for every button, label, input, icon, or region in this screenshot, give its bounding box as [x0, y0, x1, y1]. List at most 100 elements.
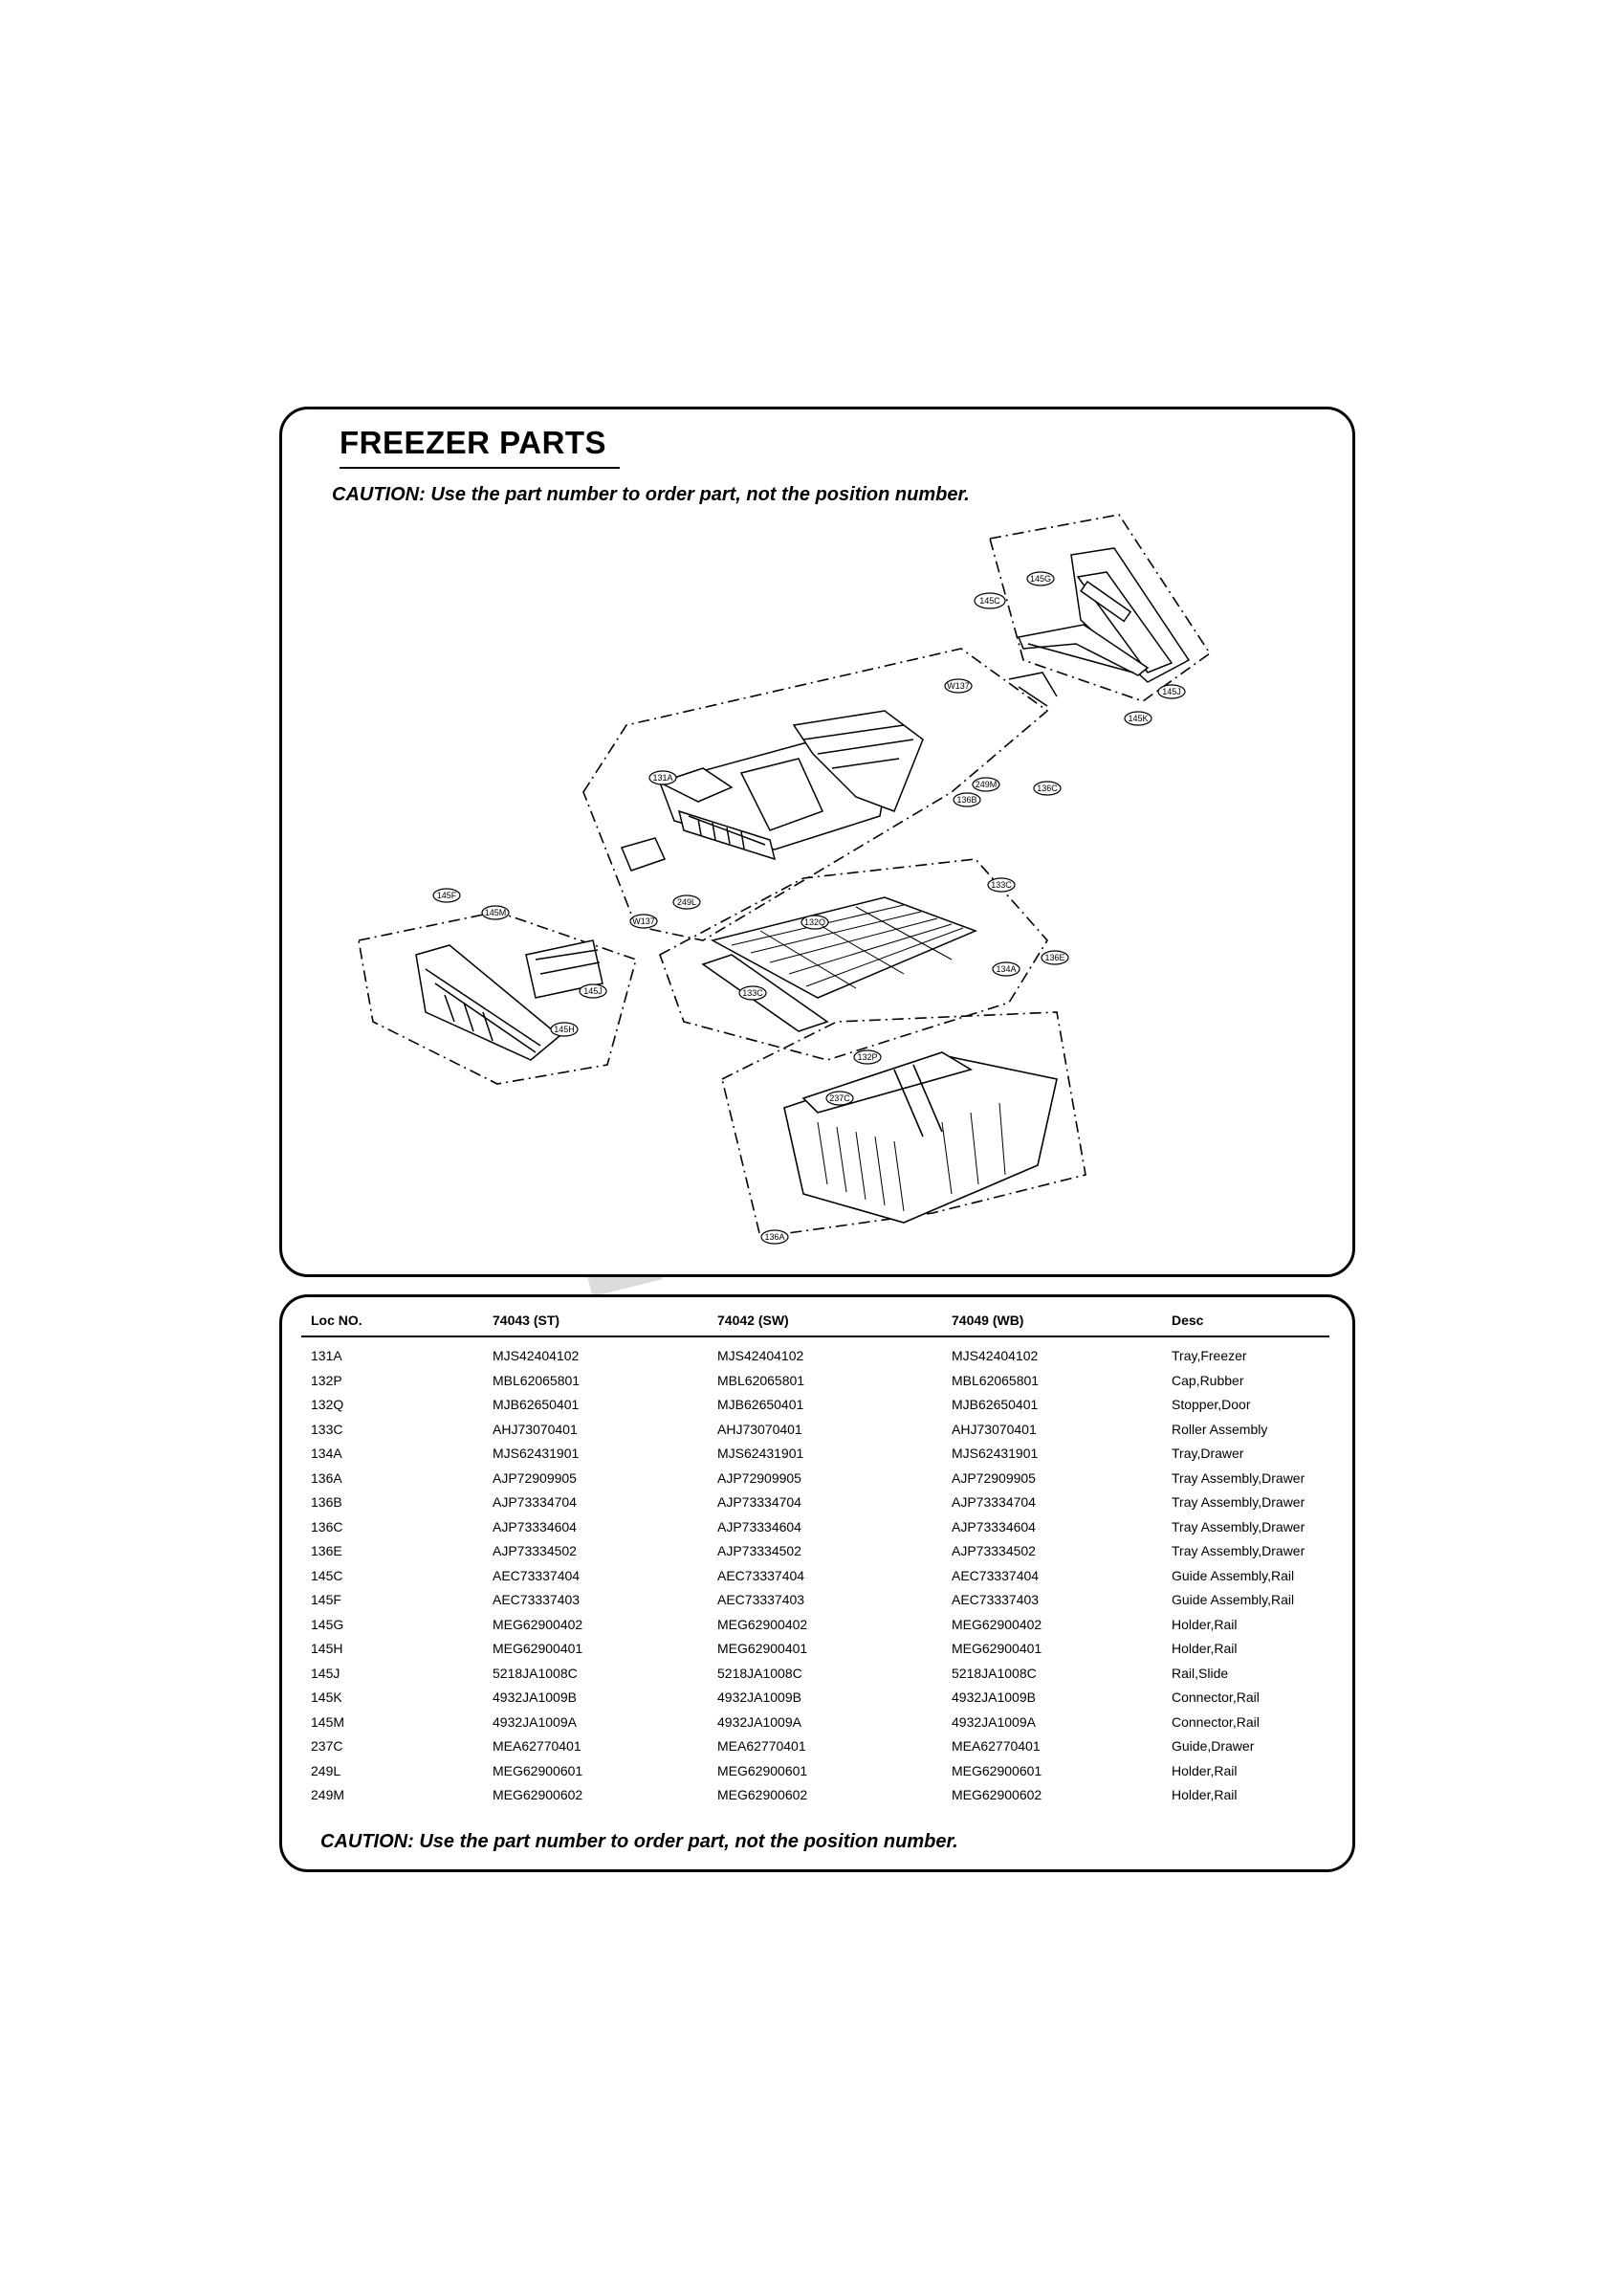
cell-74042-sw: MJS42404102 [717, 1348, 804, 1363]
cell-74042-sw: AEC73337404 [717, 1567, 805, 1583]
cell-desc: Tray Assembly,Drawer [1172, 1469, 1305, 1486]
cell-desc: Holder,Rail [1172, 1641, 1238, 1656]
svg-text:145C: 145C [979, 596, 1000, 606]
cell-74043-st: 5218JA1008C [493, 1665, 578, 1681]
cell-74043-st: MBL62065801 [493, 1372, 581, 1388]
cell-74043-st: 4932JA1009A [493, 1713, 577, 1730]
cell-74043-st: AEC73337403 [493, 1592, 581, 1607]
cell-74043-st: MJB62650401 [493, 1397, 580, 1412]
cell-74049-wb: MBL62065801 [952, 1372, 1040, 1388]
header-desc: Desc [1162, 1305, 1329, 1337]
svg-text:145K: 145K [1128, 714, 1148, 723]
callout-136C: 136C [1033, 781, 1062, 796]
cell-74049-wb: AEC73337403 [952, 1592, 1040, 1607]
freezer-tray-drawing [620, 672, 1058, 872]
header-loc-no: Loc NO. [301, 1305, 483, 1337]
cell-74043-st: AJP72909905 [493, 1469, 577, 1486]
cell-74043-st: AJP73334704 [493, 1494, 577, 1510]
cell-desc: Guide,Drawer [1172, 1738, 1255, 1754]
cell-74042-sw: MEG62900402 [717, 1616, 808, 1632]
cell-74043-st: MJS42404102 [493, 1348, 580, 1363]
callout-134A: 134A [992, 961, 1020, 977]
callout-145J-left: 145J [579, 983, 607, 999]
cell-loc-no: 249M [311, 1787, 345, 1802]
cell-74049-wb: MEA62770401 [952, 1738, 1041, 1754]
basket-drawing [783, 1051, 1058, 1224]
svg-text:134A: 134A [996, 964, 1016, 974]
cell-74049-wb: 4932JA1009A [952, 1713, 1036, 1730]
svg-text:132P: 132P [857, 1052, 877, 1062]
cell-74042-sw: MBL62065801 [717, 1372, 805, 1388]
cell-74042-sw: MEA62770401 [717, 1738, 806, 1754]
cell-desc: Connector,Rail [1172, 1713, 1260, 1730]
callout-136A: 136A [760, 1229, 789, 1245]
svg-text:249M: 249M [976, 780, 998, 789]
cell-loc-no: 132P [311, 1372, 342, 1388]
svg-text:136B: 136B [956, 795, 976, 805]
cell-74042-sw: AJP73334604 [717, 1518, 801, 1534]
callout-145M: 145M [481, 905, 510, 920]
cell-74049-wb: AEC73337404 [952, 1567, 1040, 1583]
cell-74043-st: MEG62900401 [493, 1641, 583, 1656]
cell-74042-sw: MJB62650401 [717, 1397, 804, 1412]
cell-74043-st: MEG62900602 [493, 1787, 583, 1802]
cell-loc-no: 131A [311, 1348, 342, 1363]
svg-text:145J: 145J [583, 986, 603, 996]
cell-loc-no: 133C [311, 1421, 343, 1437]
diagram-panel: FREEZER PARTS CAUTION: Use the part numb… [279, 407, 1355, 1277]
svg-text:133C: 133C [742, 988, 763, 998]
cell-loc-no: 145H [311, 1641, 343, 1656]
callout-237C: 237C [825, 1091, 854, 1106]
callout-145C: 145C [974, 592, 1006, 609]
cell-loc-no: 145F [311, 1592, 341, 1607]
cell-loc-no: 136E [311, 1543, 342, 1558]
cell-74042-sw: AJP73334502 [717, 1543, 801, 1558]
cell-74043-st: MJS62431901 [493, 1446, 580, 1461]
cell-74043-st: AHJ73070401 [493, 1421, 578, 1437]
cell-74042-sw: AJP72909905 [717, 1469, 801, 1486]
rail-guide-right-drawing [1017, 547, 1191, 683]
svg-text:237C: 237C [829, 1093, 850, 1103]
svg-text:136A: 136A [764, 1232, 784, 1242]
cell-loc-no: 145C [311, 1567, 343, 1583]
header-74042-sw: 74042 (SW) [708, 1305, 942, 1337]
cell-desc: Tray,Drawer [1172, 1446, 1244, 1461]
cell-loc-no: 237C [311, 1738, 343, 1754]
svg-text:145G: 145G [1030, 574, 1051, 584]
cell-74049-wb: 5218JA1008C [952, 1665, 1037, 1681]
cell-74049-wb: MEG62900401 [952, 1641, 1042, 1656]
cell-74049-wb: AJP73334502 [952, 1543, 1036, 1558]
cell-74049-wb: MJS62431901 [952, 1446, 1039, 1461]
group-outline-freezer-tray [582, 648, 1049, 941]
cell-desc: Connector,Rail [1172, 1689, 1260, 1705]
caution-note-bottom: CAUTION: Use the part number to order pa… [320, 1831, 958, 1852]
cell-loc-no: 145M [311, 1713, 345, 1730]
rail-holder-left-drawing [415, 939, 603, 1061]
svg-text:132Q: 132Q [804, 917, 825, 927]
cell-loc-no: 145G [311, 1616, 344, 1632]
table-header-row: Loc NO. 74043 (ST) 74042 (SW) 74049 (WB)… [301, 1305, 1329, 1337]
svg-text:W137: W137 [947, 681, 970, 691]
callout-133C-a: 133C [987, 877, 1016, 893]
cell-74049-wb: MEG62900402 [952, 1616, 1042, 1632]
callout-249L: 249L [672, 894, 701, 910]
cell-74049-wb: MJS42404102 [952, 1348, 1039, 1363]
group-outline-rail-right [988, 514, 1212, 702]
caution-note-top: CAUTION: Use the part number to order pa… [332, 484, 970, 505]
cell-74042-sw: MEG62900602 [717, 1787, 808, 1802]
svg-text:133C: 133C [991, 880, 1012, 890]
cell-74042-sw: MJS62431901 [717, 1446, 804, 1461]
callout-W137-a: W137 [944, 678, 973, 694]
cell-desc: Guide Assembly,Rail [1172, 1567, 1295, 1583]
